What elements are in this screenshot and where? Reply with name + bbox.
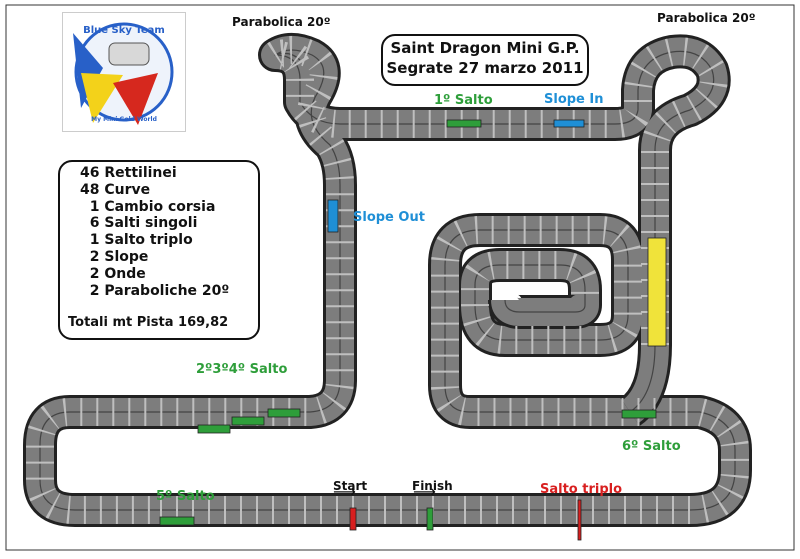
track-stat-item: 2 Onde	[80, 265, 146, 282]
triple-jump-label: Salto triplo	[540, 482, 623, 497]
jump-5-marker	[159, 516, 195, 526]
track	[23, 33, 752, 527]
logo-red-flag	[113, 73, 158, 125]
jump-3-marker	[231, 416, 265, 426]
slope-out-marker	[327, 199, 339, 233]
track-stat-item: 48 Curve	[80, 181, 151, 198]
track-total-length: Totali mt Pista 169,82	[68, 315, 229, 331]
jumps-2-3-4-label: 2º3º4º Salto	[196, 362, 288, 377]
finish-line-marker	[426, 507, 434, 531]
team-logo: Blue Sky Team My Mini Gold World	[62, 12, 186, 132]
start-label: Start	[333, 479, 368, 493]
track-stat-item: 1 Salto triplo	[80, 232, 193, 249]
finish-arrow-icon: ⟶	[413, 482, 436, 501]
logo-subtitle-text: My Mini Gold World	[91, 116, 157, 123]
triple-jump-marker	[577, 499, 582, 541]
track-stat-item: 1 Cambio corsia	[80, 198, 216, 215]
track-stat-item: 6 Salti singoli	[80, 215, 198, 232]
slope-out-label: Slope Out	[353, 210, 425, 225]
track-stat-item: 46 Rettilinei	[80, 165, 177, 181]
jump-6-marker	[621, 409, 657, 419]
lane-ticks	[26, 36, 749, 524]
track-markers	[159, 119, 667, 541]
parabolica-left-label: Parabolica 20º	[232, 15, 331, 29]
logo-yellow-flag	[81, 73, 123, 123]
lane-line-a-2	[504, 299, 586, 313]
track-stat-item: 2 Slope	[80, 248, 149, 265]
lane-change-marker	[647, 237, 667, 347]
jump-1-label: 1º Salto	[434, 93, 493, 108]
track-stat-item: 2 Paraboliche 20º	[80, 282, 230, 299]
map-frame	[5, 4, 795, 551]
logo-team-text: Blue Sky Team	[83, 25, 165, 36]
logo-blue-flag	[73, 33, 103, 108]
start-arrow-icon: ⟶	[333, 482, 356, 501]
slope-in-marker	[553, 119, 585, 128]
jump-1-marker	[446, 119, 482, 128]
jump-2-marker	[197, 424, 231, 434]
parabolica-right-label: Parabolica 20º	[657, 11, 756, 25]
finish-label: Finish	[412, 479, 453, 493]
jump-4-marker	[267, 408, 301, 418]
event-title-box: Saint Dragon Mini G.P. Segrate 27 marzo …	[381, 34, 589, 86]
event-date: Segrate 27 marzo 2011	[386, 59, 584, 77]
start-line-marker	[349, 507, 357, 531]
event-title: Saint Dragon Mini G.P.	[390, 39, 580, 57]
jump-5-label: 5º Salto	[156, 489, 215, 504]
jump-6-label: 6º Salto	[622, 439, 681, 454]
logo-car-icon	[108, 42, 150, 66]
lane-line-a-1	[629, 344, 656, 413]
slope-in-label: Slope In	[544, 92, 604, 107]
